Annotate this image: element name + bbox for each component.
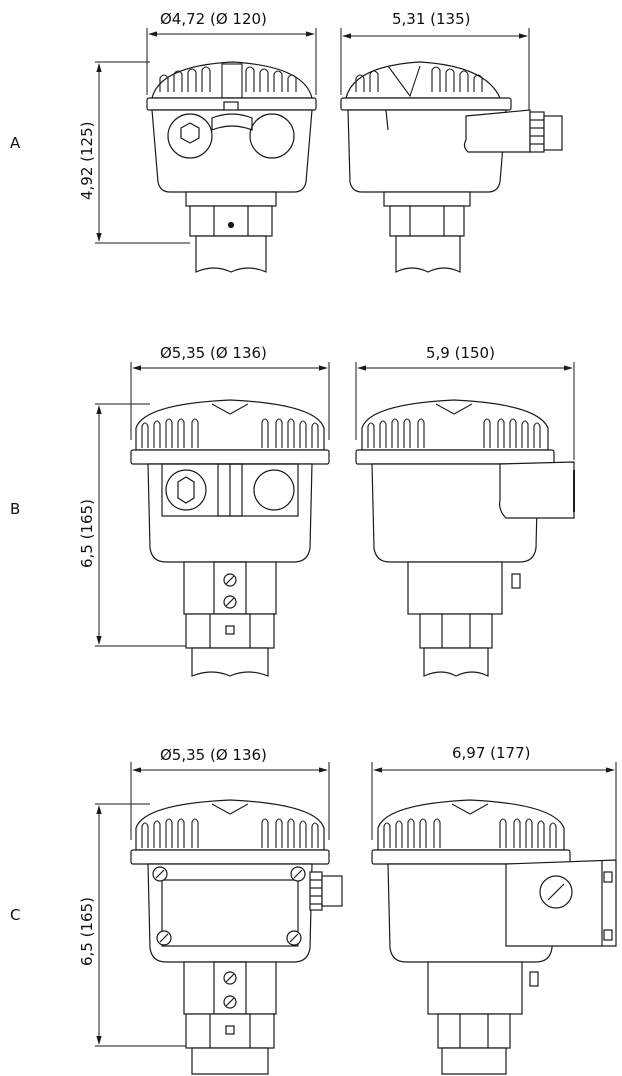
- row-b-side-width-dimension: [355, 362, 575, 460]
- row-a-front-view: [146, 61, 317, 273]
- row-a-height-text: 4,92 (125): [78, 121, 96, 200]
- row-b-side-view: [355, 399, 575, 677]
- row-c-height-text: 6,5 (165): [78, 897, 96, 966]
- row-a-front-width-text: Ø4,72 (Ø 120): [160, 10, 267, 28]
- row-b-height-text: 6,5 (165): [78, 499, 96, 568]
- row-c-label: C: [10, 906, 20, 924]
- row-a: A 4,92 (125) Ø4,72 (Ø 120) 5,31 (135): [10, 10, 563, 273]
- row-c-side-view: [371, 799, 617, 1075]
- row-a-front-width-dimension: [146, 28, 317, 95]
- row-b-label: B: [10, 500, 20, 518]
- row-c-front-view: [130, 799, 343, 1075]
- row-c-front-width-text: Ø5,35 (Ø 136): [160, 746, 267, 764]
- row-b-front-view: [130, 399, 330, 677]
- row-b-height-dimension: [95, 403, 190, 647]
- row-c: C 6,5 (165) Ø5,35 (Ø 136) 6,97 (177): [10, 744, 617, 1075]
- row-a-side-width-dimension: [340, 28, 530, 110]
- row-a-side-view: [340, 61, 563, 273]
- row-a-height-dimension: [95, 61, 190, 244]
- row-c-height-dimension: [95, 803, 190, 1047]
- row-c-side-width-text: 6,97 (177): [452, 744, 531, 762]
- row-c-front-width-dimension: [130, 762, 330, 840]
- row-b-front-width-text: Ø5,35 (Ø 136): [160, 344, 267, 362]
- row-b: B 6,5 (165) Ø5,35 (Ø 136) 5,9 (150): [10, 344, 575, 677]
- row-a-label: A: [10, 134, 21, 152]
- row-a-side-width-text: 5,31 (135): [392, 10, 471, 28]
- row-c-side-width-dimension: [371, 762, 617, 860]
- row-b-front-width-dimension: [130, 362, 330, 440]
- row-b-side-width-text: 5,9 (150): [426, 344, 495, 362]
